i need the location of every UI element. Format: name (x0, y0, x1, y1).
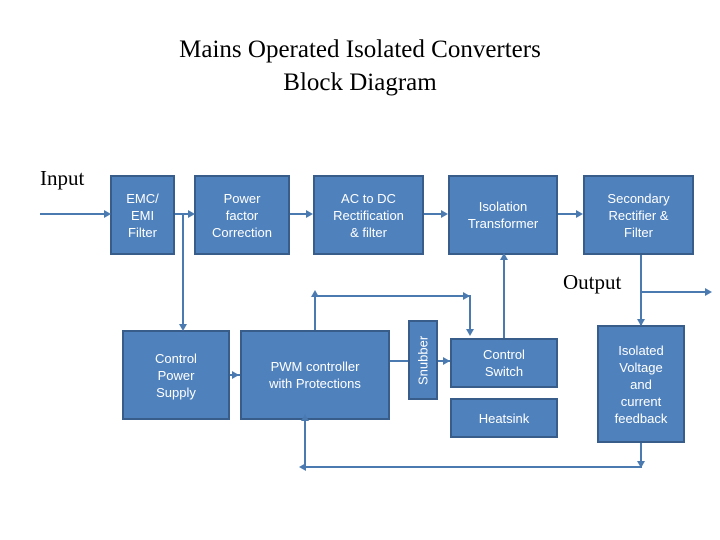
arrowhead-pwm-top-riser (311, 290, 319, 297)
connector-pwm-to-control-switch-horizontal (314, 295, 470, 297)
arrowhead-isolation-to-secondary (576, 210, 583, 218)
connector-secondary-to-feedback (640, 255, 642, 325)
connector-pwm-top-riser (314, 296, 316, 330)
block-isolated-feedback[interactable]: Isolated Voltage and current feedback (597, 325, 685, 443)
connector-input-to-emc (40, 213, 106, 215)
connector-control-switch-to-isolation (503, 259, 505, 338)
connector-pwm-to-snubber (390, 360, 408, 362)
connector-pfc-to-acdc (290, 213, 309, 215)
arrowhead-drop-into-control-switch (466, 329, 474, 336)
arrowhead-acdc-to-isolation (441, 210, 448, 218)
page-title: Mains Operated Isolated Converters Block… (179, 36, 541, 96)
arrowhead-snubber-to-control-switch (443, 357, 450, 365)
arrowhead-secondary-to-feedback (637, 319, 645, 326)
arrowhead-pfc-to-acdc (306, 210, 313, 218)
arrowhead-emc-to-pfc (188, 210, 195, 218)
connector-output-line (640, 291, 710, 293)
connector-drop-into-control-switch (469, 295, 471, 332)
connector-feedback-into-pwm (304, 420, 306, 467)
block-snubber[interactable]: Snubber (408, 320, 438, 400)
connector-emc-branch-to-control-power-supply (182, 213, 184, 327)
block-heatsink[interactable]: Heatsink (450, 398, 558, 438)
block-power-factor-correction[interactable]: Power factor Correction (194, 175, 290, 255)
block-emc-emi-filter[interactable]: EMC/ EMI Filter (110, 175, 175, 255)
arrowhead-feedback-return-horizontal (299, 463, 306, 471)
block-isolation-transformer[interactable]: Isolation Transformer (448, 175, 558, 255)
output-label: Output (563, 270, 622, 294)
connector-acdc-to-isolation (424, 213, 444, 215)
block-pwm-controller[interactable]: PWM controller with Protections (240, 330, 390, 420)
connector-isolation-to-secondary (558, 213, 579, 215)
connector-feedback-drop (640, 443, 642, 468)
arrowhead-control-switch-to-isolation (500, 253, 508, 260)
arrowhead-input-to-emc (104, 210, 111, 218)
block-secondary-rectifier-filter[interactable]: Secondary Rectifier & Filter (583, 175, 694, 255)
block-ac-to-dc-rectification[interactable]: AC to DC Rectification & filter (313, 175, 424, 255)
arrowhead-output-line (705, 288, 712, 296)
input-label: Input (40, 166, 85, 190)
arrowhead-cps-to-pwm (232, 371, 239, 379)
arrowhead-feedback-into-pwm (301, 414, 309, 421)
arrowhead-pwm-to-control-switch-horizontal (463, 292, 470, 300)
connector-feedback-return-horizontal (305, 466, 642, 468)
arrowhead-emc-branch-down (179, 324, 187, 331)
arrowhead-feedback-drop (637, 461, 645, 468)
block-control-switch[interactable]: Control Switch (450, 338, 558, 388)
block-control-power-supply[interactable]: Control Power Supply (122, 330, 230, 420)
